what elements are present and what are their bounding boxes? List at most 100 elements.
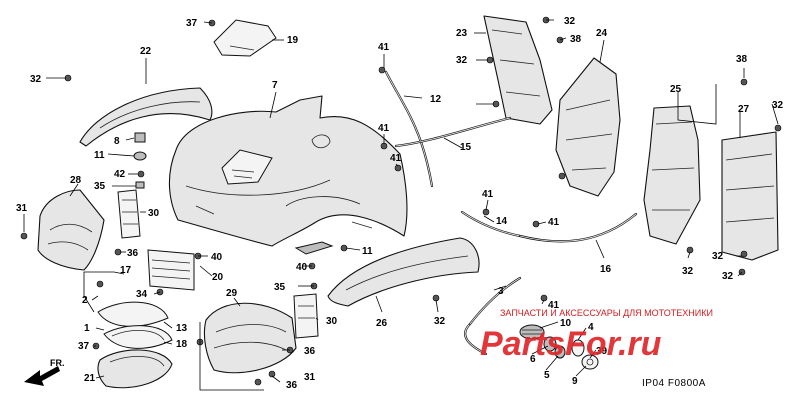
callout-22: 22	[140, 46, 152, 57]
part-28-left-guard	[37, 189, 105, 271]
callout-32: 32	[30, 74, 42, 85]
callout-13: 13	[176, 323, 188, 334]
callout-31: 31	[16, 203, 28, 214]
callout-26: 26	[376, 318, 388, 329]
callout-16: 16	[600, 264, 612, 275]
callout-21: 21	[84, 373, 96, 384]
diagram-code: IP04 F0800A	[642, 378, 706, 389]
part-30-air-duct-left	[117, 189, 141, 239]
part-27-right-panel	[721, 131, 779, 261]
part-16-cable	[518, 212, 638, 243]
part-21-tray	[97, 349, 173, 389]
callout-38-right: 38	[736, 54, 748, 65]
part-20-duct-grille	[147, 249, 195, 291]
watermark: ЗАПЧАСТИ И АКСЕССУАРЫ ДЛЯ МОТОТЕХНИКИ Pa…	[480, 308, 713, 363]
callout-39: 39	[596, 346, 608, 357]
callout-32-a: 32	[456, 55, 468, 66]
callout-27: 27	[738, 104, 750, 115]
callout-labels: 37 19 22 32 7 8 11 42 35 28 31 30 40 36 …	[16, 16, 784, 391]
front-direction-label: FR.	[50, 358, 65, 368]
part-10-connector	[519, 324, 545, 340]
callout-32-f: 32	[722, 271, 734, 282]
callout-40-left: 40	[211, 252, 223, 263]
part-23-inner-panel	[483, 15, 553, 125]
callout-32-g: 32	[434, 316, 446, 327]
callout-32-e: 32	[712, 251, 724, 262]
part-24-side-panel	[555, 57, 621, 197]
callout-29: 29	[226, 288, 238, 299]
callout-4: 4	[588, 322, 594, 333]
callout-35-center: 35	[274, 282, 286, 293]
part-12-cable	[384, 70, 434, 188]
part-19-cover	[213, 19, 277, 57]
part-35-clip	[135, 181, 145, 189]
callout-36-left: 36	[127, 248, 139, 259]
part-13-plate	[97, 301, 169, 327]
callout-18: 18	[176, 339, 188, 350]
callout-30-center: 30	[326, 316, 338, 327]
callout-2: 2	[82, 295, 88, 306]
callout-6: 6	[530, 354, 536, 365]
callout-3: 3	[498, 286, 504, 297]
callout-41-b: 41	[378, 123, 390, 134]
callout-10: 10	[560, 318, 572, 329]
callout-34: 34	[136, 289, 148, 300]
callout-15: 15	[460, 142, 472, 153]
part-9-cap	[581, 354, 599, 370]
callout-28: 28	[70, 175, 82, 186]
callout-9: 9	[572, 376, 578, 387]
callout-12: 12	[430, 94, 442, 105]
callout-25: 25	[670, 84, 682, 95]
part-18-seal	[103, 325, 173, 349]
callout-11-center: 11	[362, 246, 373, 257]
callout-36-a: 36	[304, 346, 316, 357]
part-14-cable	[460, 210, 522, 238]
callout-17: 17	[120, 265, 132, 276]
callout-38: 38	[570, 34, 582, 45]
callout-7: 7	[272, 80, 278, 91]
front-direction-arrow: FR.	[24, 358, 65, 386]
part-11-grommet	[133, 151, 147, 161]
callout-37-lower: 37	[78, 341, 90, 352]
callout-32-b: 32	[564, 16, 576, 27]
callout-1: 1	[84, 323, 90, 334]
callout-41-e: 41	[548, 217, 560, 228]
part-22-front-fender	[79, 87, 213, 147]
part-26-fender-strip	[327, 237, 480, 307]
part-7-front-body-cover	[168, 95, 408, 255]
part-15-cable	[394, 116, 512, 148]
callout-41-c: 41	[390, 153, 402, 164]
watermark-logo: PartsFor.ru	[480, 325, 662, 363]
callout-36-b: 36	[286, 380, 298, 391]
callout-5: 5	[544, 370, 550, 381]
part-42-nut	[137, 170, 145, 178]
watermark-caption: ЗАПЧАСТИ И АКСЕССУАРЫ ДЛЯ МОТОТЕХНИКИ	[500, 308, 713, 318]
callout-32-d: 32	[682, 266, 694, 277]
callout-40-center: 40	[296, 262, 308, 273]
part-25-side-guard	[643, 105, 701, 245]
callout-41-f: 41	[548, 300, 560, 311]
callout-11: 11	[94, 150, 105, 161]
leader-lines	[23, 19, 779, 391]
part-3-cable	[464, 276, 522, 356]
callout-24: 24	[596, 28, 608, 39]
callout-42: 42	[114, 169, 126, 180]
callout-37: 37	[186, 18, 198, 29]
part-30-air-duct-center	[293, 293, 319, 339]
callout-32-c: 32	[772, 100, 784, 111]
part-5-nut	[554, 345, 566, 359]
callout-8: 8	[114, 136, 120, 147]
callout-35: 35	[94, 181, 106, 192]
callout-41-a: 41	[378, 42, 390, 53]
callout-20: 20	[212, 272, 224, 283]
callout-41-d: 41	[482, 189, 494, 200]
callout-23: 23	[456, 28, 468, 39]
callout-30-left: 30	[148, 208, 160, 219]
callout-31-lower: 31	[304, 372, 316, 383]
callout-19: 19	[287, 35, 299, 46]
part-8-clip	[134, 132, 146, 143]
callout-14: 14	[496, 216, 508, 227]
part-29-lower-guard	[203, 302, 297, 374]
part-6-ring	[543, 336, 557, 352]
